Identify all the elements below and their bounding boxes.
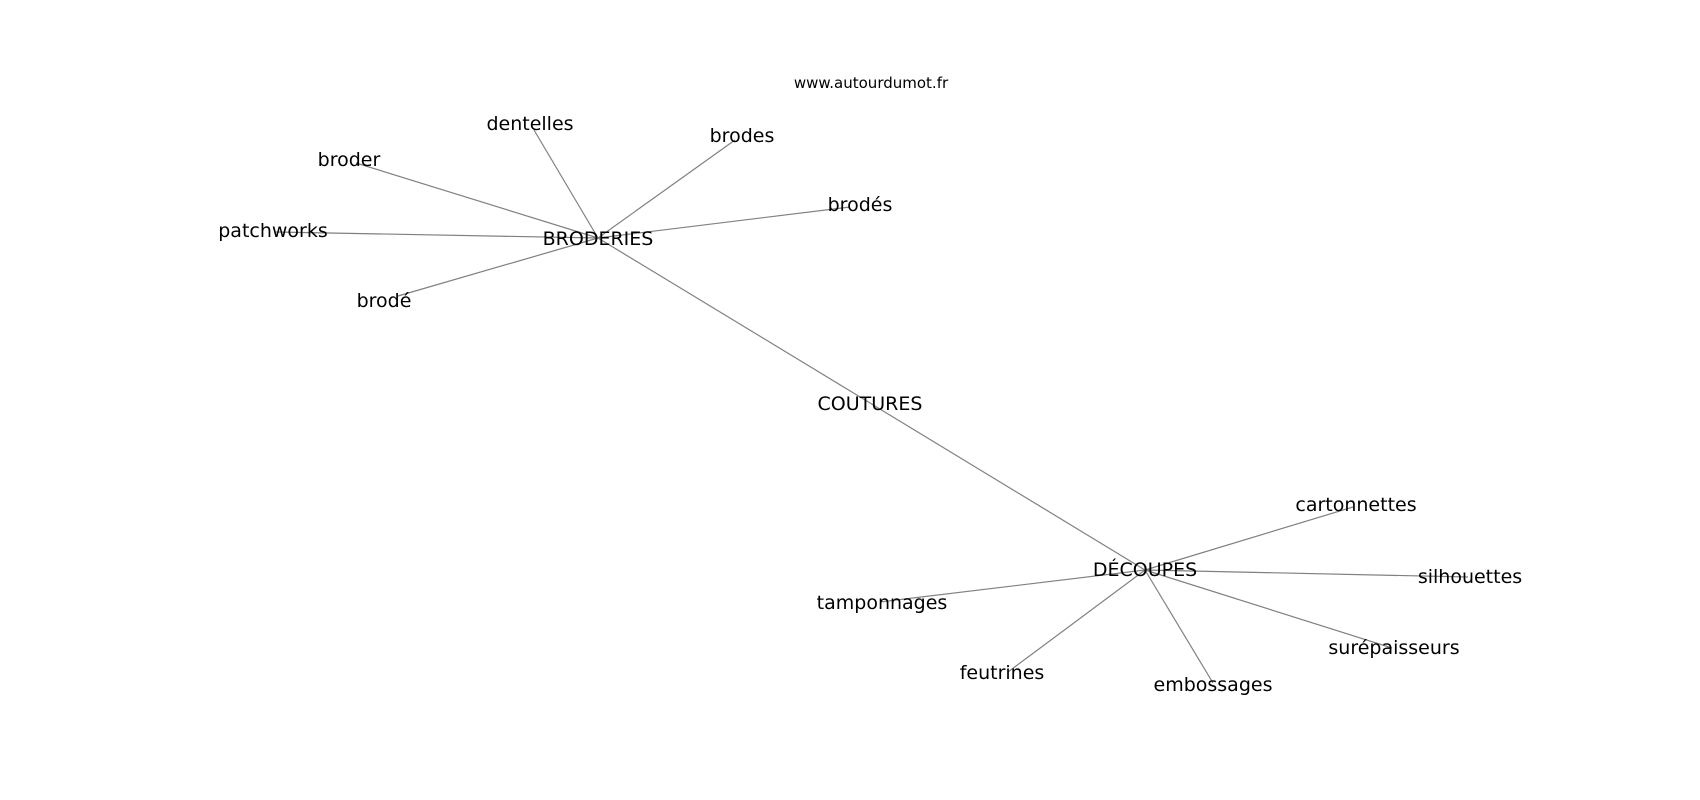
- node-silhouettes: silhouettes: [1418, 566, 1522, 588]
- edge-broderies-brode: [397, 237, 599, 297]
- edge-decoupes-embossages: [1144, 569, 1214, 684]
- node-center: COUTURES: [818, 393, 923, 415]
- edge-decoupes-feutrines: [1007, 569, 1146, 673]
- node-brodes-accent: brodés: [828, 194, 893, 216]
- edge-broderies-broder: [355, 162, 599, 239]
- node-cartonnettes: cartonnettes: [1295, 494, 1416, 516]
- edge-coutures-broderies: [597, 237, 871, 404]
- watermark-text: www.autourdumot.fr: [794, 74, 949, 92]
- edge-decoupes-tamponnages: [879, 569, 1146, 603]
- edge-decoupes-surepaisseurs: [1144, 569, 1393, 649]
- node-hub-broderies: BRODERIES: [543, 228, 654, 250]
- edge-broderies-patchworks: [275, 231, 599, 239]
- edge-broderies-brodes-accent: [597, 206, 851, 239]
- node-brode: brodé: [357, 290, 412, 312]
- labels-layer: www.autourdumot.fr COUTURES BRODERIES de…: [218, 74, 1522, 696]
- node-brodes: brodes: [710, 125, 775, 147]
- node-embossages: embossages: [1154, 674, 1273, 696]
- node-feutrines: feutrines: [960, 662, 1045, 684]
- node-hub-decoupes: DÉCOUPES: [1093, 558, 1197, 581]
- node-tamponnages: tamponnages: [817, 592, 948, 614]
- node-patchworks: patchworks: [218, 220, 328, 242]
- edge-decoupes-cartonnettes: [1144, 506, 1354, 571]
- edges-layer: [275, 129, 1469, 684]
- node-broder: broder: [318, 149, 381, 171]
- edge-broderies-brodes: [597, 139, 736, 239]
- node-dentelles: dentelles: [486, 113, 573, 135]
- node-surepaisseurs: surépaisseurs: [1328, 637, 1459, 659]
- edge-decoupes-silhouettes: [1144, 569, 1469, 578]
- edge-broderies-dentelles: [533, 129, 599, 239]
- edge-coutures-decoupes: [869, 402, 1146, 571]
